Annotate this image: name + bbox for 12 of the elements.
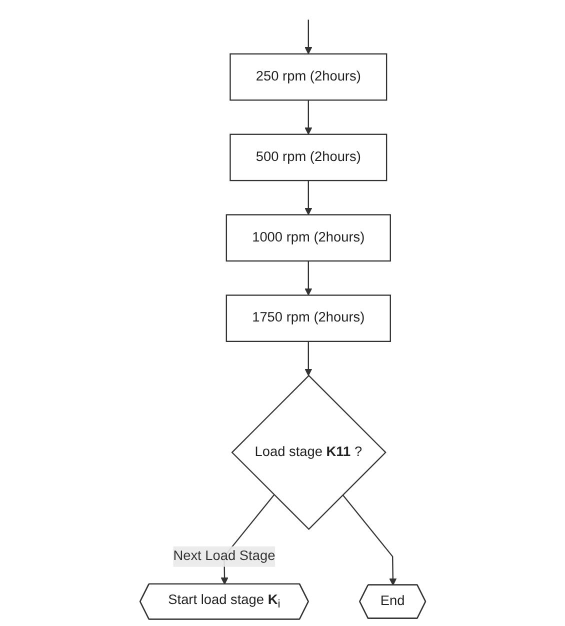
- edge-label: Next Load Stage: [172, 548, 275, 564]
- node-box: 250 rpm (2hours): [229, 53, 387, 101]
- node-diamond: Load stage K11 ?: [230, 374, 386, 530]
- node-box: 1750 rpm (2hours): [226, 294, 391, 342]
- arrow: [342, 494, 396, 586]
- arrow: [304, 20, 312, 54]
- arrow: [304, 260, 312, 296]
- node-box: 500 rpm (2hours): [229, 134, 387, 182]
- node-box: 1000 rpm (2hours): [226, 214, 391, 262]
- arrow: [304, 341, 312, 376]
- arrow: [304, 100, 312, 135]
- arrow: [304, 180, 312, 216]
